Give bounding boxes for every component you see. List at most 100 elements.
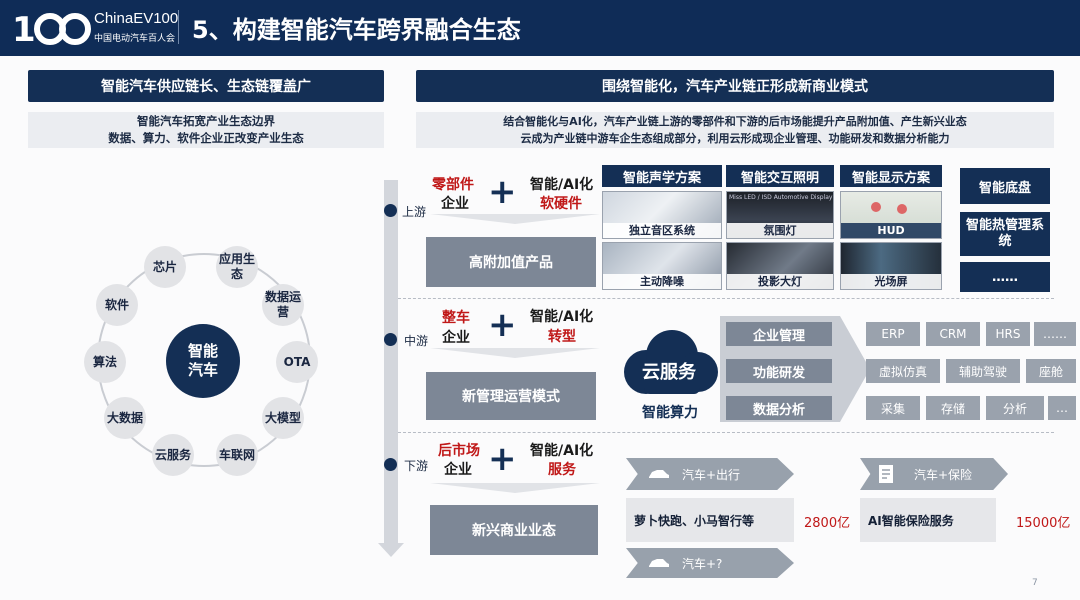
- ring-node-large-model: 大模型: [262, 397, 304, 439]
- hud-marker: [871, 202, 881, 212]
- func-rnd: 功能研发: [726, 359, 832, 383]
- downstream-actor: 企业: [444, 462, 472, 478]
- amount-robotaxi: 2800亿: [804, 516, 851, 531]
- right-desc-line2: 云成为产业链中游车企生态组成部分，利用云形成现企业管理、功能研发和数据分析能力: [520, 132, 950, 145]
- ring-node-chip: 芯片: [144, 246, 186, 288]
- amount-ai-insurance: 15000亿: [1016, 516, 1071, 531]
- photo-caption: 氛围灯: [727, 223, 833, 238]
- upstream-dot: [384, 204, 397, 217]
- downstream-label: 下游: [404, 459, 429, 473]
- box-more: ……: [960, 262, 1050, 292]
- tag-car-mobility: 汽车+出行: [626, 458, 794, 490]
- tag-car-insurance: 汽车+保险: [860, 458, 1008, 490]
- car-icon: [649, 559, 669, 567]
- sub-adas: 辅助驾驶: [946, 359, 1020, 383]
- sub-cockpit: 座舱: [1026, 359, 1076, 383]
- left-banner: 智能汽车供应链长、生态链覆盖广: [28, 70, 384, 102]
- hud-marker: [897, 204, 907, 214]
- ring-node-cloud-service: 云服务: [152, 434, 194, 476]
- sub-simulation: 虚拟仿真: [866, 359, 940, 383]
- flow-arrow-shaft: [384, 180, 398, 545]
- upstream-actor: 企业: [441, 196, 469, 212]
- logo-subtitle: 中国电动汽车百人会: [94, 34, 176, 44]
- photo-projection-light: 投影大灯: [726, 242, 834, 290]
- separator-lower: [398, 432, 1054, 433]
- midstream-ai: 智能/AI化: [530, 309, 594, 325]
- sub-collect: 采集: [866, 396, 920, 420]
- downstream-result: 新兴商业业态: [430, 505, 598, 555]
- downstream-chevron: [430, 483, 600, 493]
- midstream-chevron: [430, 348, 600, 358]
- category-display: 智能显示方案: [840, 165, 942, 187]
- tag-car-insurance-label: 汽车+保险: [914, 467, 973, 482]
- midstream-plus-icon: +: [488, 305, 517, 345]
- sub-more-1: ……: [1034, 322, 1076, 346]
- photo-caption: 主动降噪: [603, 274, 721, 289]
- photo-ambient-light: Miss LED / ISD Automotive Display 氛围灯: [726, 191, 834, 239]
- downstream-ai: 智能/AI化: [530, 443, 594, 459]
- midstream-label: 中游: [404, 334, 429, 348]
- logo: 1: [12, 8, 92, 50]
- ring-node-big-data: 大数据: [104, 397, 146, 439]
- flow-arrow-head: [378, 543, 404, 557]
- right-description: 结合智能化与AI化，汽车产业链上游的零部件和下游的后市场能提升产品附加值、产生新…: [416, 112, 1054, 148]
- func-enterprise-mgmt: 企业管理: [726, 322, 832, 346]
- sub-crm: CRM: [926, 322, 980, 346]
- box-smart-thermal: 智能热管理系统: [960, 212, 1050, 256]
- ring-center-smart-car: 智能汽车: [166, 324, 240, 398]
- right-desc-line1: 结合智能化与AI化，汽车产业链上游的零部件和下游的后市场能提升产品附加值、产生新…: [503, 115, 967, 128]
- left-desc-line2: 数据、算力、软件企业正改变产业生态: [108, 131, 304, 145]
- downstream-actor-red: 后市场: [438, 443, 480, 459]
- tag-car-mobility-label: 汽车+出行: [682, 467, 741, 482]
- midstream-actor: 企业: [442, 330, 470, 346]
- ring-node-data-operation: 数据运营: [262, 284, 304, 326]
- upstream-label: 上游: [402, 205, 427, 219]
- photo-lightfield-screen: 光场屏: [840, 242, 942, 290]
- header-divider: [178, 10, 179, 44]
- upstream-result: 高附加值产品: [426, 237, 596, 287]
- sub-hrs: HRS: [986, 322, 1030, 346]
- tag-car-unknown-label: 汽车+?: [682, 556, 723, 571]
- logo-brand: ChinaEV100: [94, 10, 179, 27]
- sub-analysis: 分析: [986, 396, 1044, 420]
- upstream-chevron: [430, 214, 600, 224]
- photo-caption: 光场屏: [841, 274, 941, 289]
- document-icon: [879, 465, 893, 483]
- photo-overlay-text: Miss LED / ISD Automotive Display: [729, 194, 833, 201]
- cloud-sub-label: 智能算力: [642, 405, 698, 421]
- midstream-dot: [384, 333, 397, 346]
- upstream-ai: 智能/AI化: [530, 177, 594, 193]
- photo-caption: 独立音区系统: [603, 223, 721, 238]
- upstream-actor-red: 零部件: [432, 177, 474, 193]
- separator-upper: [398, 298, 1054, 299]
- box-robotaxi: 萝卜快跑、小马智行等: [626, 498, 794, 542]
- logo-icon: 1: [12, 10, 91, 50]
- left-description: 智能汽车拓宽产业生态边界 数据、算力、软件企业正改变产业生态: [28, 112, 384, 148]
- photo-caption: 投影大灯: [727, 274, 833, 289]
- midstream-result: 新管理运营模式: [426, 372, 596, 420]
- ring-node-app-ecosystem: 应用生态: [216, 246, 258, 288]
- func-data-analysis: 数据分析: [726, 396, 832, 420]
- midstream-actor-red: 整车: [442, 310, 470, 326]
- photo-independent-zone: 独立音区系统: [602, 191, 722, 239]
- category-acoustic: 智能声学方案: [602, 165, 722, 187]
- category-lighting: 智能交互照明: [726, 165, 834, 187]
- tag-car-unknown: 汽车+?: [626, 548, 794, 578]
- sub-storage: 存储: [926, 396, 980, 420]
- page-title: 5、构建智能汽车跨界融合生态: [192, 16, 521, 44]
- sub-more-2: …: [1048, 396, 1076, 420]
- page-number: 7: [1032, 578, 1038, 588]
- car-icon: [649, 470, 669, 478]
- left-desc-line1: 智能汽车拓宽产业生态边界: [137, 114, 275, 128]
- midstream-ai-red: 转型: [548, 329, 576, 345]
- photo-noise-cancel: 主动降噪: [602, 242, 722, 290]
- ring-node-ota: OTA: [276, 341, 318, 383]
- upstream-ai-red: 软硬件: [540, 196, 582, 212]
- photo-hud: HUD: [840, 191, 942, 239]
- ring-node-algorithm: 算法: [84, 341, 126, 383]
- cloud-label: 云服务: [642, 362, 696, 383]
- upstream-plus-icon: +: [488, 172, 517, 212]
- photo-caption: HUD: [841, 223, 941, 238]
- cloud-icon: [624, 330, 718, 394]
